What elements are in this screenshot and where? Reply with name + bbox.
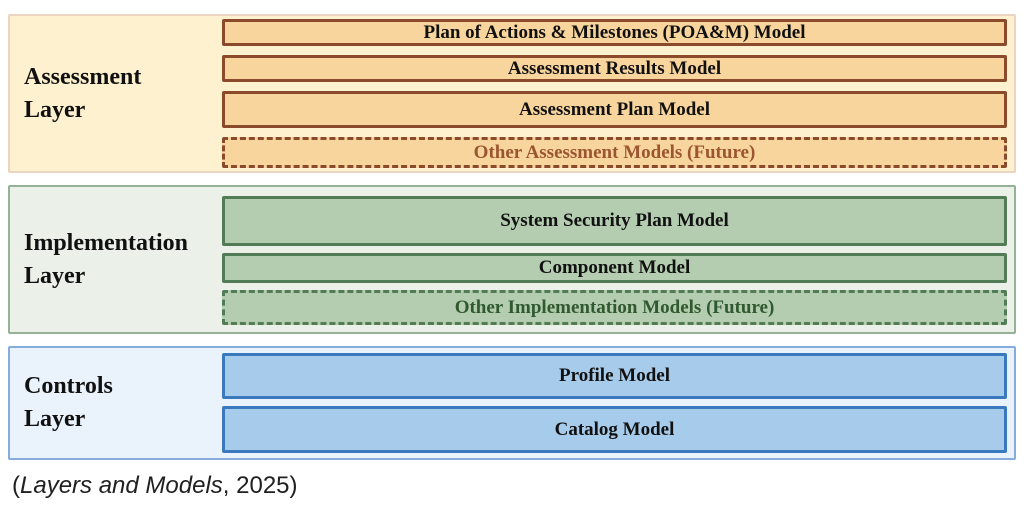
- model-box-poam-label: Plan of Actions & Milestones (POA&M) Mod…: [423, 21, 806, 43]
- controls-layer-title-line2: Layer: [24, 406, 86, 432]
- model-box-profile-label: Profile Model: [559, 365, 670, 386]
- controls-layer-title-line1: Controls: [24, 373, 113, 399]
- citation-prefix: (: [12, 472, 20, 499]
- model-box-other-implementation-future-label: Other Implementation Models (Future): [454, 296, 775, 318]
- assessment-layer-title: Assessment Layer: [10, 16, 222, 171]
- implementation-layer: Implementation Layer System Security Pla…: [8, 185, 1016, 334]
- model-box-profile: Profile Model: [222, 353, 1007, 399]
- assessment-layer-title-line1: Assessment: [24, 63, 142, 90]
- implementation-layer-title: Implementation Layer: [10, 187, 222, 332]
- implementation-layer-boxes: System Security Plan Model Component Mod…: [222, 187, 1014, 332]
- controls-layer: Controls Layer Profile Model Catalog Mod…: [8, 346, 1016, 460]
- assessment-layer-title-line2: Layer: [24, 96, 86, 123]
- model-box-assessment-plan: Assessment Plan Model: [222, 91, 1007, 129]
- assessment-layer-boxes: Plan of Actions & Milestones (POA&M) Mod…: [222, 16, 1014, 171]
- implementation-layer-title-line1: Implementation: [24, 229, 188, 256]
- model-box-other-assessment-future: Other Assessment Models (Future): [222, 137, 1007, 168]
- model-box-assessment-results-label: Assessment Results Model: [507, 57, 722, 79]
- model-box-other-implementation-future: Other Implementation Models (Future): [222, 290, 1007, 325]
- model-box-system-security-plan: System Security Plan Model: [222, 196, 1007, 246]
- model-box-poam: Plan of Actions & Milestones (POA&M) Mod…: [222, 19, 1007, 46]
- controls-layer-title: Controls Layer: [10, 348, 222, 458]
- controls-layer-boxes: Profile Model Catalog Model: [222, 348, 1014, 458]
- model-box-catalog-label: Catalog Model: [554, 418, 675, 440]
- model-box-other-assessment-future-label: Other Assessment Models (Future): [473, 141, 756, 163]
- model-box-assessment-plan-label: Assessment Plan Model: [518, 98, 711, 120]
- model-box-catalog: Catalog Model: [222, 406, 1007, 453]
- model-box-assessment-results: Assessment Results Model: [222, 55, 1007, 82]
- model-box-system-security-plan-label: System Security Plan Model: [500, 210, 729, 231]
- model-box-component-label: Component Model: [538, 257, 691, 278]
- citation-caption: (Layers and Models, 2025): [12, 472, 1016, 500]
- citation-suffix: , 2025): [222, 472, 298, 499]
- model-box-component: Component Model: [222, 253, 1007, 283]
- citation-title: Layers and Models: [20, 472, 223, 499]
- assessment-layer: Assessment Layer Plan of Actions & Miles…: [8, 14, 1016, 173]
- implementation-layer-title-line2: Layer: [24, 262, 86, 289]
